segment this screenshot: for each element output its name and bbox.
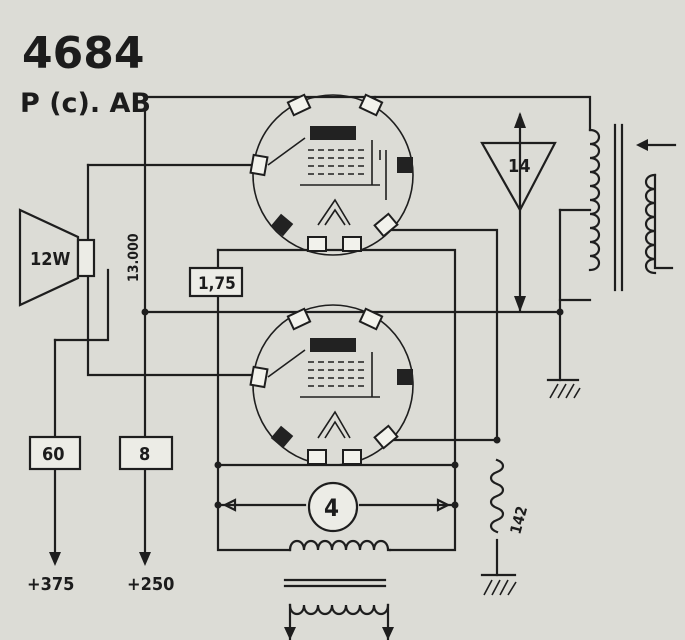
plate-supply-resistor-label: 60 [42,444,65,465]
operating-class-label: P (c). AB [20,88,151,119]
resistor-8: 8 [118,435,174,471]
plate-supply-terminal: +375 [27,552,74,595]
feedback-block-label: 14 [508,156,531,177]
speaker-power-label: 12W [30,249,71,270]
screen-supply-resistor-label: 8 [139,444,150,465]
upper-tube [249,93,414,256]
output-transformer [588,123,677,292]
resistor-1-75: 1,75 [188,266,244,298]
cathode-resistor: 142 [489,458,531,536]
cathode-resistor-label: 142 [506,504,531,536]
ground-symbol-right [546,378,581,399]
screen-supply-terminal: +250 [127,552,174,595]
wiring [53,95,674,577]
grid-resistor-4: 4 [222,481,451,533]
screen-resistor-label: 1,75 [198,274,236,294]
plate-voltage-label: +375 [27,574,74,595]
output-load-label: 13.000 [126,233,142,282]
lower-tube [249,304,414,466]
speaker: 12W [18,208,96,307]
ground-symbol-bottom [480,573,517,596]
input-transformer [283,539,394,640]
junction-dots [141,308,564,509]
feedback-block: 14 [480,112,557,312]
tube-code-title: 4684 [22,28,144,79]
screen-voltage-label: +250 [127,574,174,595]
grid-resistor-label: 4 [324,494,339,522]
resistor-60: 60 [28,435,82,471]
